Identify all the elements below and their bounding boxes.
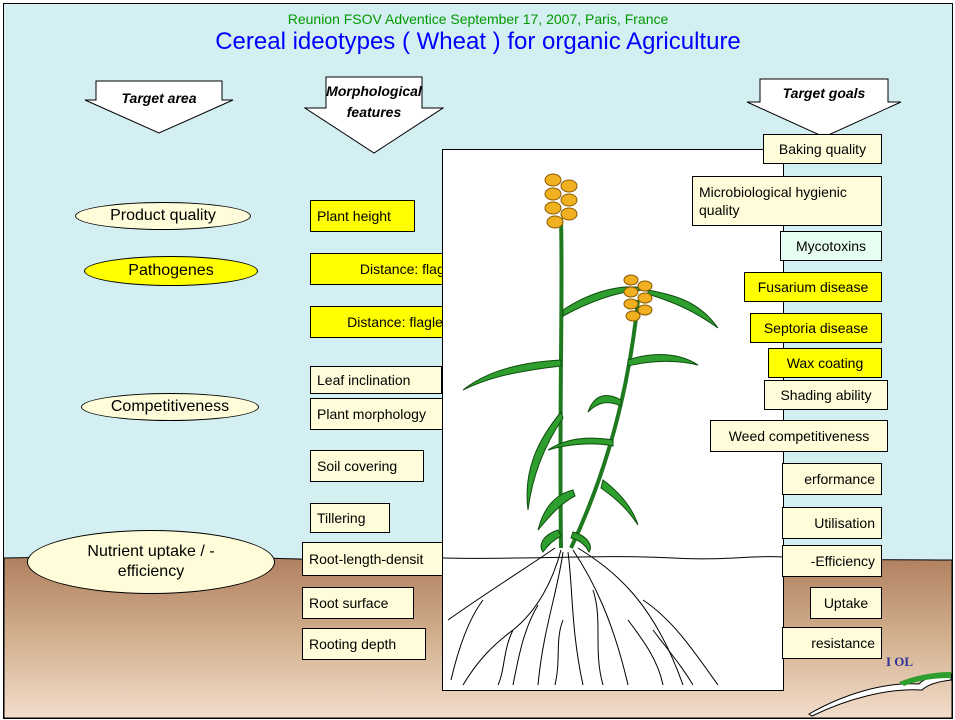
goal-shading-ability: Shading ability — [764, 380, 888, 410]
microbio-line-1: Microbiological hygienic — [699, 183, 847, 201]
goal-septoria-disease: Septoria disease — [750, 313, 882, 343]
iol-logo-swoosh — [804, 664, 952, 718]
goal-efficiency: -Efficiency — [782, 545, 882, 577]
morphological-label: Morphological — [304, 83, 444, 99]
nutrient-line-1: Nutrient uptake / - — [87, 542, 214, 562]
feature-rooting-depth: Rooting depth — [302, 628, 426, 660]
nutrient-line-2: efficiency — [118, 562, 184, 582]
target-goals-label: Target goals — [746, 85, 902, 101]
slide-title: Cereal ideotypes ( Wheat ) for organic A… — [4, 28, 952, 56]
conference-subtitle: Reunion FSOV Adventice September 17, 200… — [4, 11, 952, 27]
feature-plant-height: Plant height — [310, 200, 415, 232]
goal-weed-competitiveness: Weed competitiveness — [710, 420, 888, 452]
target-area-label: Target area — [84, 90, 234, 106]
goal-utilisation: Utilisation — [782, 507, 882, 539]
target-area-pathogenes: Pathogenes — [84, 256, 258, 286]
target-area-product-quality: Product quality — [75, 202, 251, 230]
feature-leaf-inclination: Leaf inclination — [310, 366, 442, 394]
goal-baking-quality: Baking quality — [763, 134, 882, 164]
goal-wax-coating: Wax coating — [768, 348, 882, 378]
feature-tillering: Tillering — [310, 503, 390, 533]
target-area-nutrient-uptake: Nutrient uptake / - efficiency — [27, 530, 275, 594]
goal-resistance: resistance — [782, 627, 882, 659]
slide-frame: Reunion FSOV Adventice September 17, 200… — [3, 3, 953, 719]
feature-soil-covering: Soil covering — [310, 450, 424, 482]
feature-root-surface: Root surface — [302, 587, 414, 619]
goal-microbiological-quality: Microbiological hygienic quality — [692, 176, 882, 226]
features-label: features — [304, 104, 444, 120]
goal-performance: erformance — [782, 463, 882, 495]
goal-mycotoxins: Mycotoxins — [780, 231, 882, 261]
goal-fusarium-disease: Fusarium disease — [744, 272, 882, 302]
feature-plant-morphology: Plant morphology — [310, 398, 458, 430]
target-area-competitiveness: Competitiveness — [81, 393, 259, 421]
target-area-arrow — [84, 80, 234, 134]
microbio-line-2: quality — [699, 201, 739, 219]
feature-root-length-density: Root-length-densit — [302, 542, 452, 576]
goal-uptake: Uptake — [810, 587, 882, 619]
